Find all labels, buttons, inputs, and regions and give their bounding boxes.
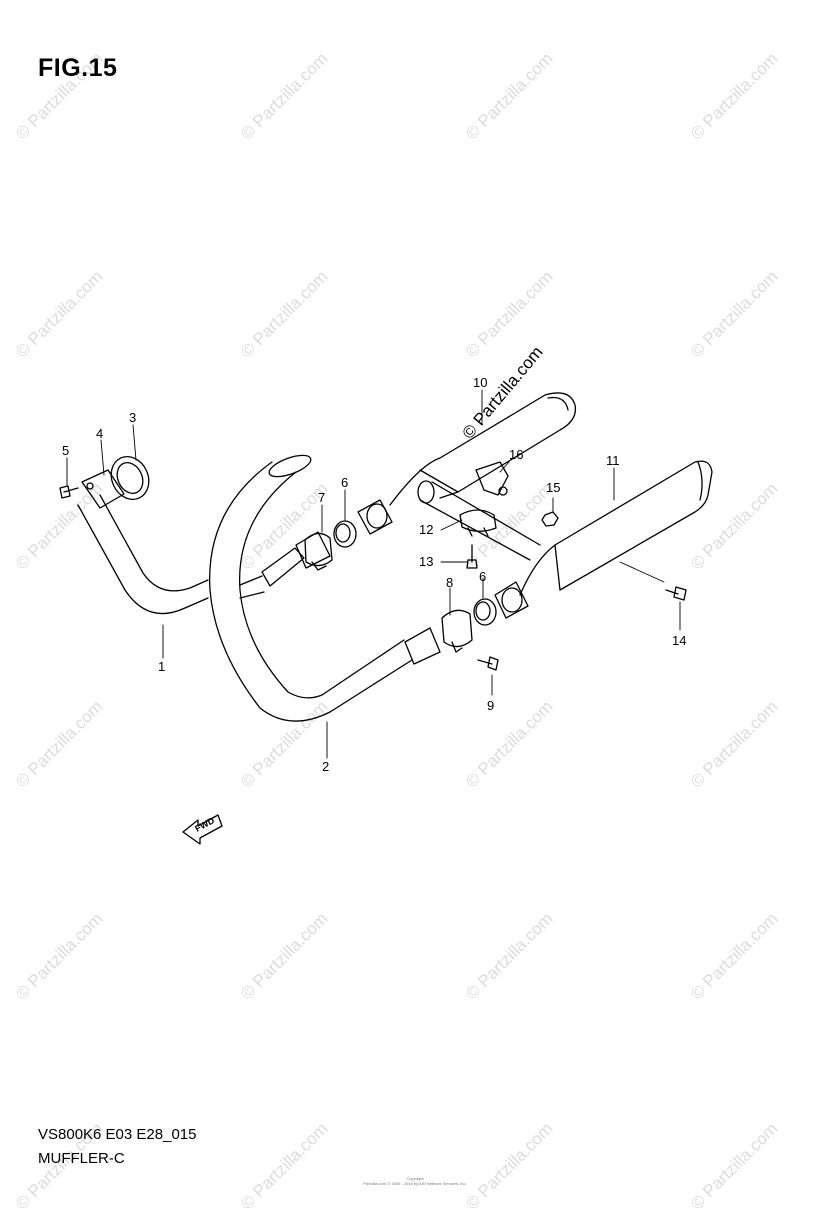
diagonal-brand: © Partzilla.com: [459, 343, 547, 443]
callout-3: 3: [129, 410, 136, 425]
gasket-6-upper: [333, 520, 357, 548]
clamp-8: [441, 609, 473, 653]
nut-15: [541, 511, 559, 527]
figure-title: FIG.15: [38, 54, 118, 82]
joint-ring-lower: [494, 581, 529, 619]
exhaust-pipe-front: [77, 494, 209, 615]
callout-4: 4: [96, 426, 103, 441]
joint-ring-upper: [357, 499, 393, 535]
callout-16: 16: [509, 447, 523, 462]
model-code: VS800K6 E03 E28_015: [38, 1126, 197, 1143]
fwd-arrow-icon: [182, 814, 223, 845]
copyright-line-1: Copyright: [406, 1176, 424, 1181]
copyright-line-2: Partzilla.com © 2005 - 2016 by ARI Netwo…: [363, 1181, 467, 1186]
exhaust-pipe-rear: [209, 454, 413, 722]
callout-1: 1: [158, 659, 165, 674]
bolt-5: [59, 485, 79, 499]
callout-6-lower: 6: [479, 569, 486, 584]
bolt-14: [665, 586, 687, 601]
callout-8: 8: [446, 575, 453, 590]
callout-15: 15: [546, 480, 560, 495]
callout-7: 7: [318, 490, 325, 505]
muffler-lower: [519, 460, 713, 596]
flange-4: [81, 469, 125, 509]
crossover-pipe: [417, 480, 541, 561]
gasket-3: [110, 456, 150, 500]
callout-11: 11: [606, 453, 620, 468]
section-name: MUFFLER-C: [38, 1150, 125, 1167]
bolt-13: [466, 544, 478, 569]
copyright-notice: Copyright Partzilla.com © 2005 - 2016 by…: [300, 1176, 530, 1186]
callout-6-upper: 6: [341, 475, 348, 490]
gasket-6-lower: [473, 598, 497, 626]
callout-12: 12: [419, 522, 433, 537]
joint-left: [261, 531, 331, 587]
leader-lines: [66, 389, 681, 759]
callout-9: 9: [487, 698, 494, 713]
callout-5: 5: [62, 443, 69, 458]
joint-lower: [404, 627, 441, 665]
clamp-12: [459, 509, 497, 537]
bracket-16: [475, 461, 509, 496]
callout-2: 2: [322, 759, 329, 774]
bolt-9: [477, 656, 499, 671]
clamp-7: [304, 532, 333, 571]
muffler-upper: [389, 392, 577, 506]
callout-13: 13: [419, 554, 433, 569]
callout-14: 14: [672, 633, 686, 648]
callout-10: 10: [473, 375, 487, 390]
